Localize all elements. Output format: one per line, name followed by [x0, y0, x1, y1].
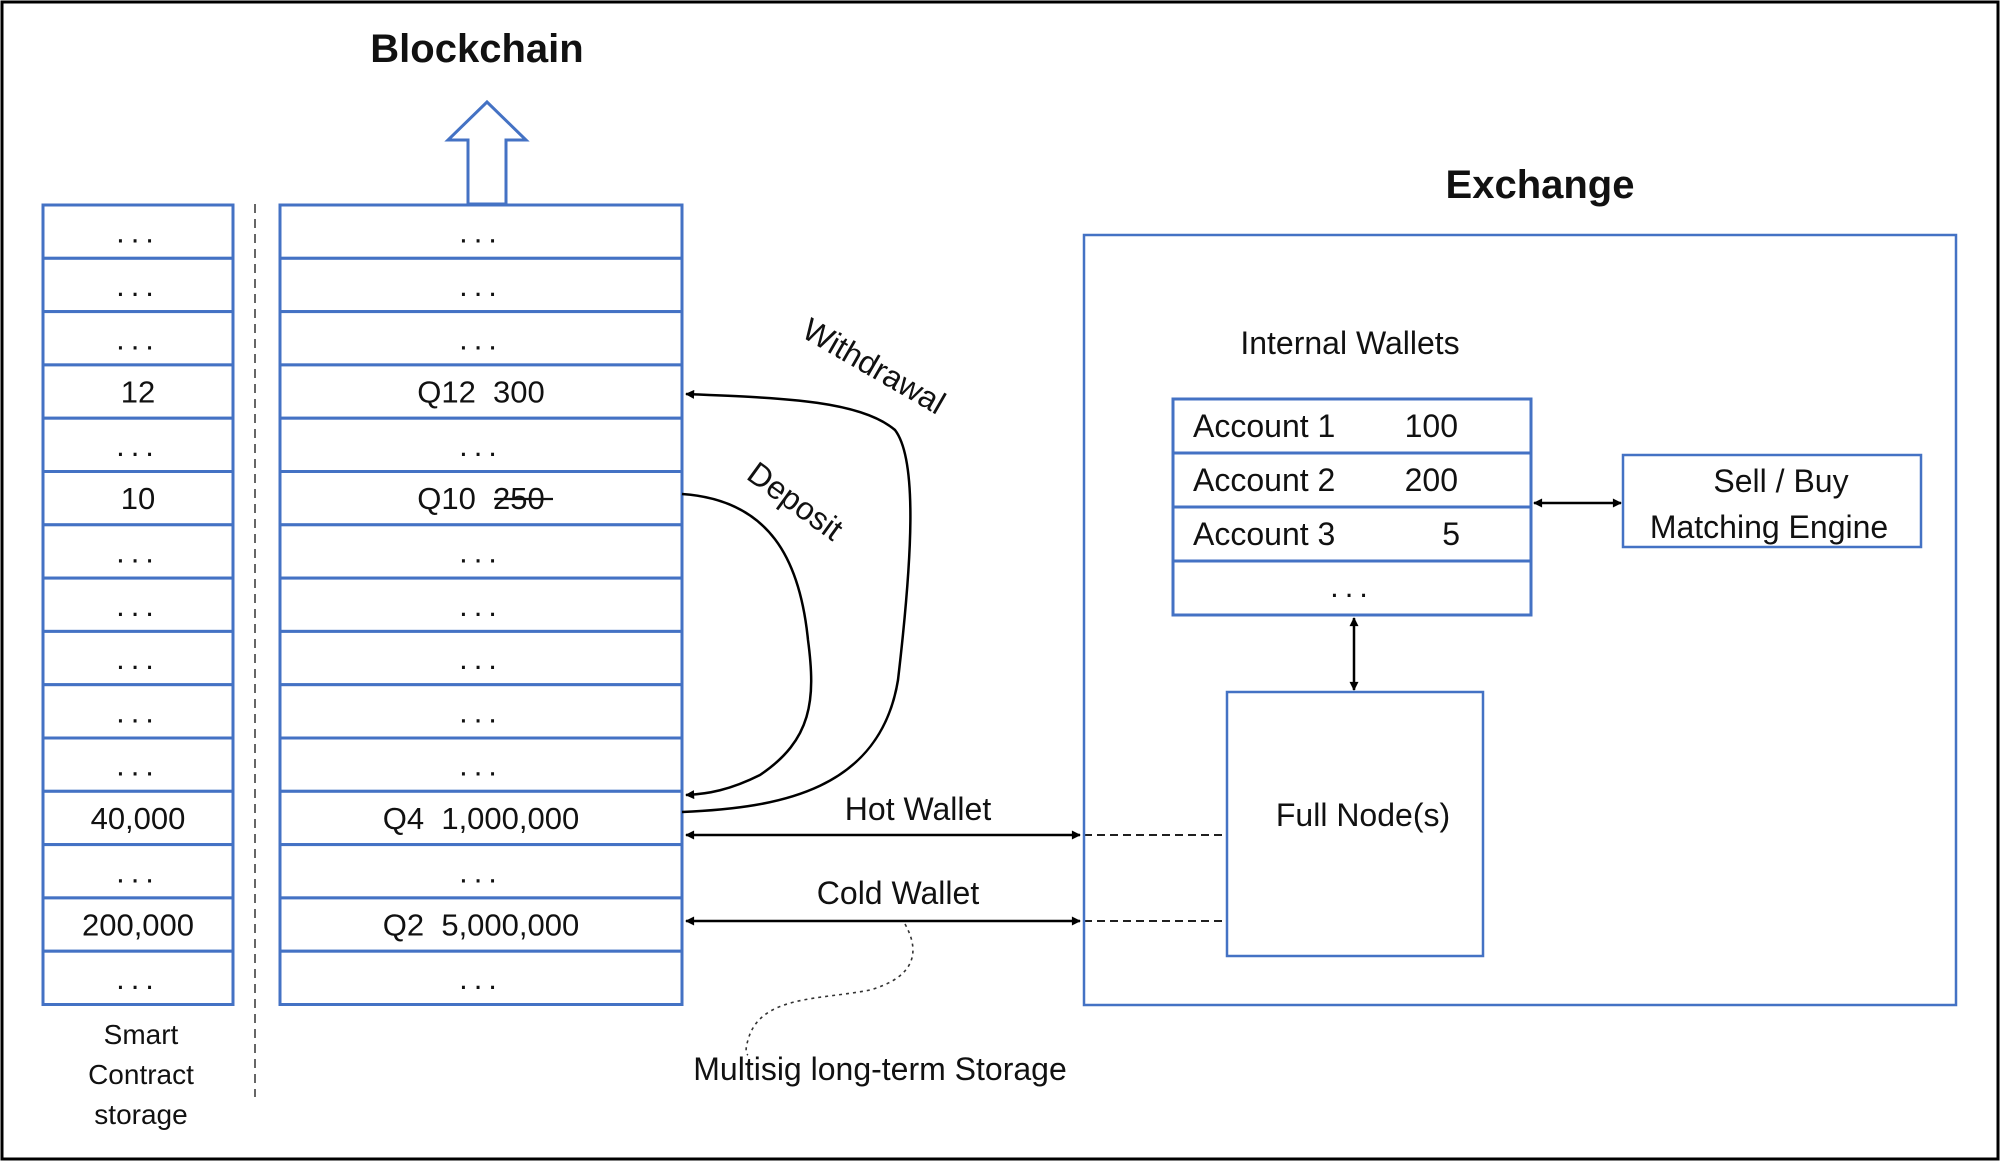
blockchain-cell-text: ... [459, 748, 503, 783]
blockchain-cell-text: Q12 300 [417, 375, 545, 410]
withdrawal-label: Withdrawal [797, 311, 952, 421]
blockchain-cell [278, 416, 684, 474]
smart-contract-cell [41, 523, 235, 580]
smart-contract-cell-text: ... [116, 961, 160, 996]
blockchain-cell-text: ... [459, 268, 503, 303]
blockchain-cell [278, 949, 684, 1007]
withdrawal-arrow [681, 389, 912, 814]
blockchain-cell-text: ... [459, 854, 503, 889]
account-more-text: ... [1330, 569, 1374, 604]
caption-line-2: Contract [88, 1059, 194, 1090]
deposit-arrow [681, 492, 813, 800]
smart-contract-storage-column: ......... 12... 10............... 40,000...… [41, 203, 235, 1007]
blockchain-cell-text: ... [459, 215, 503, 250]
cold-wallet-label: Cold Wallet [817, 875, 980, 911]
smart-contract-cell [41, 470, 235, 527]
blockchain-cell-text: ... [459, 694, 503, 729]
account-name: Account 1 [1193, 408, 1335, 444]
blockchain-cell-text: ... [459, 961, 503, 996]
smart-contract-cell [41, 576, 235, 633]
smart-contract-cell-text: ... [116, 268, 160, 303]
blockchain-cell-text: Q4 1,000,000 [383, 801, 580, 836]
smart-contract-cell-text: ... [116, 748, 160, 783]
smart-contract-cell-text: ... [116, 321, 160, 356]
blockchain-cell-text: Q2 5,000,000 [383, 908, 580, 943]
blockchain-cell-text: ... [459, 534, 503, 569]
blockchain-cell-text: ... [459, 321, 503, 356]
full-node-box [1225, 690, 1485, 958]
smart-contract-cell [41, 949, 235, 1007]
account-balance: 100 [1405, 408, 1458, 444]
deposit-label: Deposit [741, 455, 850, 548]
blockchain-cell [278, 203, 684, 260]
exchange-box [1082, 233, 1958, 1007]
matching-engine-line-1: Sell / Buy [1713, 463, 1848, 499]
smart-contract-cell-text: 200,000 [82, 908, 194, 943]
smart-contract-cell-text: ... [116, 694, 160, 729]
smart-contract-cell [41, 896, 235, 953]
blockchain-cell [278, 683, 684, 740]
blockchain-cell [278, 576, 684, 633]
blockchain-cell [278, 843, 684, 900]
blockchain-cell-text: ... [459, 428, 503, 463]
account-row [1171, 397, 1533, 455]
smart-contract-cell-text: ... [116, 641, 160, 676]
smart-contract-cell-text: ... [116, 215, 160, 250]
blockchain-cell [278, 896, 684, 953]
caption-line-3: storage [94, 1099, 187, 1130]
blockchain-cell [278, 256, 684, 314]
internal-wallets-title: Internal Wallets [1240, 325, 1459, 361]
smart-contract-cell-text: 40,000 [91, 801, 186, 836]
blockchain-cell-text: ... [459, 588, 503, 623]
smart-contract-cell [41, 363, 235, 420]
smart-contract-cell [41, 310, 235, 367]
blockchain-title: Blockchain [370, 27, 583, 71]
blockchain-storage-column: .........Q12 300...Q10 250..............… [278, 203, 684, 1007]
smart-contract-cell [41, 789, 235, 847]
multisig-connector [745, 923, 914, 1056]
blockchain-cell [278, 736, 684, 793]
blockchain-cell-text: ... [459, 641, 503, 676]
hot-wallet-label: Hot Wallet [845, 791, 992, 827]
account-balance: 5 [1442, 516, 1460, 552]
multisig-label: Multisig long-term Storage [693, 1051, 1066, 1087]
smart-contract-cell-text: ... [116, 534, 160, 569]
account-row-more [1171, 559, 1533, 617]
smart-contract-cell-text: ... [116, 428, 160, 463]
matching-engine-box [1621, 453, 1923, 549]
full-node-label: Full Node(s) [1276, 797, 1450, 833]
account-name: Account 3 [1193, 516, 1335, 552]
matching-engine-line-2: Matching Engine [1650, 509, 1888, 545]
exchange-title: Exchange [1446, 163, 1635, 207]
blockchain-up-arrow [444, 99, 530, 206]
account-name: Account 2 [1193, 462, 1335, 498]
smart-contract-cell-text: 12 [121, 375, 155, 410]
smart-contract-cell-text: 10 [121, 481, 155, 516]
caption-line-1: Smart [104, 1019, 179, 1050]
smart-contract-cell [41, 736, 235, 793]
smart-contract-cell [41, 629, 235, 687]
blockchain-cell [278, 523, 684, 580]
account-balance: 200 [1405, 462, 1458, 498]
smart-contract-cell-text: ... [116, 588, 160, 623]
smart-contract-cell-text: ... [116, 854, 160, 889]
